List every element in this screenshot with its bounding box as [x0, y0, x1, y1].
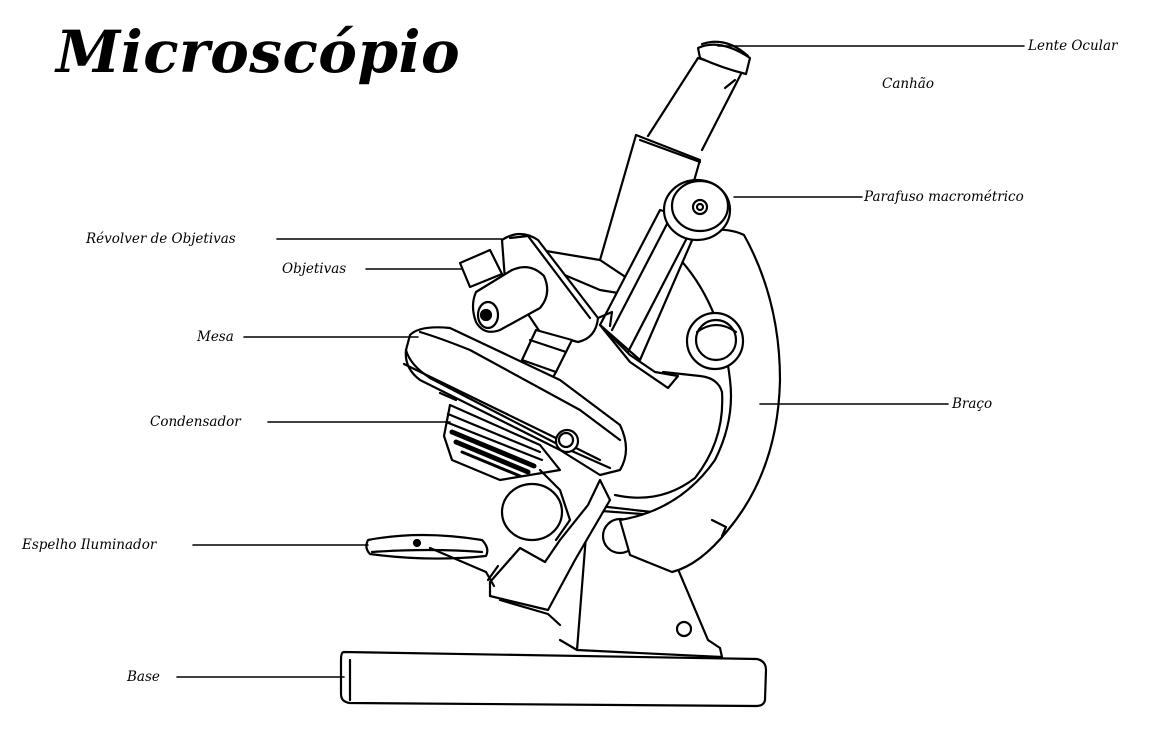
microscope-base: [341, 652, 766, 706]
label-lente-ocular: Lente Ocular: [1028, 38, 1118, 54]
illuminator-mirror: [366, 480, 610, 625]
label-canhao: Canhão: [882, 76, 934, 92]
microscope-arm: [615, 230, 780, 572]
nosepiece: [460, 234, 612, 386]
label-espelho-iluminador: Espelho Iluminador: [22, 537, 157, 553]
condenser: [444, 405, 570, 540]
coarse-focus-knob: [600, 180, 730, 388]
label-mesa: Mesa: [197, 329, 234, 345]
label-braco: Braço: [952, 396, 993, 412]
microscope-stage: [404, 327, 626, 475]
label-condensador: Condensador: [150, 414, 241, 430]
label-objetivas: Objetivas: [282, 261, 347, 277]
leader-lines: [177, 46, 1024, 677]
label-parafuso-macrometrico: Parafuso macrométrico: [864, 189, 1024, 205]
diagram-title: Microscópio: [56, 18, 461, 86]
label-revolver-de-objetivas: Révolver de Objetivas: [86, 231, 236, 247]
label-base: Base: [127, 669, 160, 685]
